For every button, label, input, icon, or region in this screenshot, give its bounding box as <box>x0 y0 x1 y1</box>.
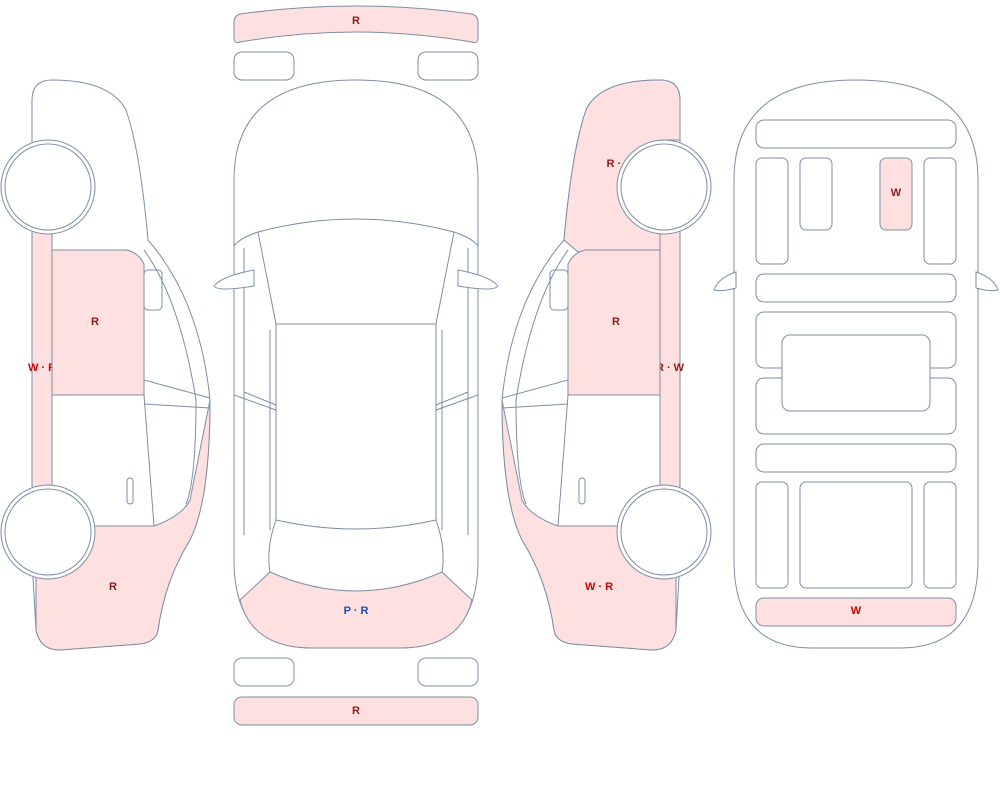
rear-seat-bar <box>755 443 957 473</box>
left-rear-quarter-label: R <box>109 581 117 593</box>
front-bumper[interactable] <box>233 5 479 43</box>
left-door-handle-front <box>143 269 163 311</box>
left-rear-wheel <box>4 488 92 576</box>
right-door-label: R <box>612 316 620 328</box>
front-left-headlight <box>233 51 295 81</box>
side-line-right <box>441 248 469 535</box>
right-rear-quarter[interactable] <box>501 399 677 651</box>
right-window-line <box>515 249 569 505</box>
front-left-seat <box>799 157 833 231</box>
left-rocker[interactable] <box>31 225 53 493</box>
right-pillar <box>501 379 569 409</box>
right-rocker[interactable] <box>659 225 681 493</box>
left-door-label: R <box>91 316 99 328</box>
rear-right-door-panel <box>923 481 957 589</box>
right-mirror <box>457 269 499 290</box>
front-bumper-label: R <box>352 15 360 27</box>
right-door-handle-front <box>549 269 569 311</box>
interior-seat-label: W <box>891 187 902 199</box>
trunk-floor <box>799 481 913 589</box>
a-pillar-right <box>435 231 455 325</box>
windshield <box>233 218 479 247</box>
rear-panel[interactable] <box>239 571 473 649</box>
left-side-view: W · R R R <box>0 79 211 651</box>
top-view: R P · R R <box>213 5 499 726</box>
left-rear-door-handle <box>126 477 134 505</box>
rear-window <box>268 519 444 573</box>
right-rear-wheel <box>620 488 708 576</box>
floor-panel <box>781 334 931 412</box>
front-right-seat[interactable] <box>879 157 913 231</box>
rear-right-taillight <box>417 657 479 687</box>
interior-right-mirror <box>975 271 999 292</box>
right-rear-door-handle <box>578 477 586 505</box>
right-rear-quarter-label: W · R <box>585 581 613 593</box>
rear-interior-panel[interactable] <box>755 597 957 627</box>
interior-view: W W <box>713 79 999 649</box>
front-right-door-panel <box>923 157 957 265</box>
rear-bumper[interactable] <box>233 696 479 726</box>
center-console <box>755 273 957 303</box>
left-window-line <box>143 249 197 505</box>
left-rocker-label: W · R <box>28 362 56 374</box>
left-front-door[interactable] <box>51 249 145 396</box>
door-split-left <box>233 391 277 411</box>
right-side-view: R · P R · W R W · R <box>501 79 712 651</box>
right-rocker-label: R · W <box>656 362 685 374</box>
dashboard <box>755 119 957 149</box>
rear-left-door-panel <box>755 481 789 589</box>
interior-rear-label: W <box>851 605 862 617</box>
front-left-door-panel <box>755 157 789 265</box>
door-split-right <box>435 391 479 411</box>
side-line-left <box>243 248 271 535</box>
right-front-wheel <box>620 143 708 231</box>
rear-panel-label: P · R <box>344 605 369 617</box>
left-pillar <box>143 379 211 409</box>
front-right-headlight <box>417 51 479 81</box>
roof <box>275 323 437 530</box>
left-front-wheel <box>4 143 92 231</box>
interior-left-mirror <box>713 271 737 292</box>
rear-bumper-label: R <box>352 705 360 717</box>
left-rear-quarter[interactable] <box>35 399 211 651</box>
a-pillar-left <box>257 231 277 325</box>
left-mirror <box>213 269 255 290</box>
right-front-door[interactable] <box>567 249 661 396</box>
rear-left-taillight <box>233 657 295 687</box>
